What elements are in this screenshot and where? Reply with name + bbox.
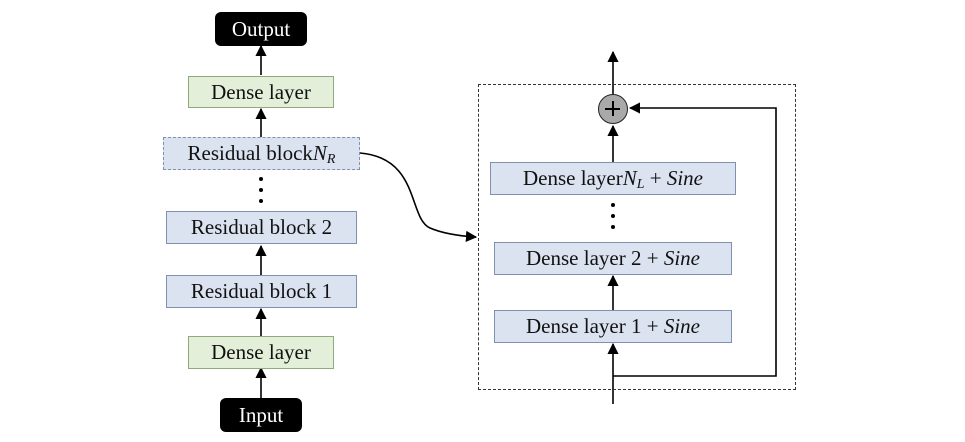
dense-layer-2-activation: Sine bbox=[663, 246, 700, 270]
dense-layer-1-activation: Sine bbox=[663, 314, 700, 338]
input-node: Input bbox=[220, 398, 302, 432]
residual-block-2: Residual block 2 bbox=[166, 211, 357, 244]
dense-layer-1-text: Dense layer 1 + bbox=[526, 314, 664, 338]
residual-block-1-label: Residual block 1 bbox=[190, 279, 333, 303]
input-label: Input bbox=[238, 402, 284, 427]
residual-block-1: Residual block 1 bbox=[166, 275, 357, 308]
dense-layer-n-symbol: N bbox=[622, 166, 637, 190]
residual-block-n-symbol: N bbox=[312, 141, 327, 165]
plus-circle-icon bbox=[598, 94, 628, 124]
output-node: Output bbox=[215, 12, 307, 46]
residual-ellipsis bbox=[256, 177, 266, 203]
residual-block-detail-frame bbox=[478, 84, 796, 390]
dense-layer-top-label: Dense layer bbox=[211, 79, 311, 104]
dense-layer-n-plus: + bbox=[644, 166, 667, 190]
dense-layer-n-subscript: L bbox=[636, 176, 645, 192]
dense-layer-n-activation: Sine bbox=[666, 166, 703, 190]
skip-connection bbox=[613, 102, 777, 377]
dense-layer-bottom-label: Dense layer bbox=[211, 340, 311, 364]
dense-layer-top: Dense layer bbox=[188, 76, 334, 108]
dense-layer-2: Dense layer 2 + Sine bbox=[494, 242, 732, 275]
dense-layer-1: Dense layer 1 + Sine bbox=[494, 310, 732, 343]
residual-block-n-text: Residual block bbox=[187, 141, 313, 165]
dense-layer-n-text: Dense layer bbox=[522, 166, 623, 190]
dense-layer-2-text: Dense layer 2 + bbox=[526, 246, 664, 270]
dense-layer-bottom: Dense layer bbox=[188, 336, 334, 369]
residual-block-2-label: Residual block 2 bbox=[190, 215, 333, 239]
residual-block-n-subscript: R bbox=[326, 151, 336, 167]
output-label: Output bbox=[231, 16, 291, 41]
dense-ellipsis bbox=[608, 203, 618, 229]
expansion-link bbox=[359, 152, 478, 242]
